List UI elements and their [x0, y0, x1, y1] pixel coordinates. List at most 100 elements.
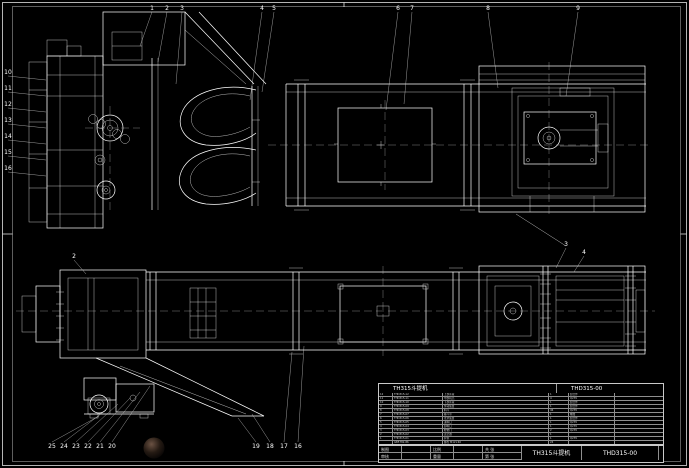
bom-cell [615, 393, 661, 396]
title-block-weight-value [454, 453, 483, 460]
bom-cell: THD315-10 [393, 401, 443, 404]
assembly-number: THD315-00 [571, 386, 603, 392]
bom-cell [615, 409, 661, 412]
bom-cell [615, 417, 661, 420]
title-block-sheetno-label: 第 张 [483, 453, 522, 460]
bom-cell: 12 [379, 393, 393, 396]
callout-number: 19 [252, 443, 260, 450]
inspection-door-plan [337, 266, 429, 356]
callout-leader [7, 155, 47, 161]
callout-number: 3 [180, 5, 184, 12]
bom-cell [615, 421, 661, 424]
callout-leader [99, 391, 141, 443]
bom-cell: 橡胶 [569, 413, 615, 416]
bom-cell [569, 441, 615, 444]
bom-cell: 组合件 [569, 401, 615, 404]
title-block-drawing-number: THD315-00 [582, 446, 659, 460]
title-block-scale-value [454, 446, 483, 453]
callout-leader [565, 11, 579, 97]
bom-cell [615, 401, 661, 404]
callout-number: 11 [4, 85, 12, 92]
bom-cell [615, 441, 661, 444]
callout-leader [237, 417, 257, 443]
stamp-blob [143, 437, 165, 459]
callout-leader [87, 397, 131, 443]
callout-number: 7 [410, 5, 414, 12]
bom-cell: 1 [549, 393, 569, 396]
bom-cell: 1 [549, 437, 569, 440]
bom-cell [615, 433, 661, 436]
title-block-check-value [402, 453, 431, 460]
bom-cell: Q235 [569, 421, 615, 424]
plan-view [16, 213, 655, 419]
bom-cell: 1 [549, 413, 569, 416]
bom-cell: 检修门 [443, 429, 549, 432]
discharge-chute [95, 357, 265, 417]
bom-cell [379, 441, 393, 444]
bom-cell: 下部区段 [443, 401, 549, 404]
title-block-weight-label: 重量 [431, 453, 454, 460]
bom-cell: THD315-05 [393, 421, 443, 424]
bom-cell: 螺栓 M12×40 [443, 441, 549, 444]
title-block: 制图 比例 共 张 审核 重量 第 张 TH315斗提机 THD315-00 [378, 445, 664, 463]
bom-cell: 中部机壳 [443, 397, 549, 400]
callout-leader [111, 385, 151, 443]
drive-unit-side [478, 62, 646, 216]
callout-leader [385, 11, 399, 111]
bom-cell: 上部区段 [443, 393, 549, 396]
callout-number: 2 [165, 5, 169, 12]
title-block-draw-label: 制图 [379, 446, 402, 453]
callout-leader [7, 139, 47, 145]
bom-cell: 畚斗带 [443, 413, 549, 416]
callout-leader [7, 171, 47, 177]
callout-leader [175, 11, 183, 85]
bom-cell: 4 [549, 397, 569, 400]
bom-cell: THD315-04 [393, 425, 443, 428]
bom-cell: 8 [379, 409, 393, 412]
bom-cell: 4 [379, 425, 393, 428]
bom-cell: THD315-12 [393, 393, 443, 396]
callout-number: 1 [150, 5, 154, 12]
bom-cell: 46 [549, 409, 569, 412]
bom-cell [615, 397, 661, 400]
bom-cell: 1 [549, 417, 569, 420]
title-block-sheets-label: 共 张 [483, 446, 522, 453]
plan-drive-unit [478, 213, 646, 355]
bom-cell: THD315-01 [393, 437, 443, 440]
bom-cell: 组合件 [569, 393, 615, 396]
assembly-name: TH315斗提机 [379, 384, 557, 394]
bom-cell [615, 437, 661, 440]
callout-leader [73, 259, 87, 275]
title-block-check-label: 审核 [379, 453, 402, 460]
bom-cell: Q235 [569, 437, 615, 440]
bom-cell: THD315-08 [393, 409, 443, 412]
callout-leader [157, 11, 168, 63]
bom-cell: GB5782-86 [393, 441, 443, 444]
callout-number: 2 [72, 253, 76, 260]
plan-casing-joint [189, 287, 217, 339]
callout-leader [51, 415, 100, 443]
bom-cell: 组合件 [569, 417, 615, 420]
callout-number: 24 [60, 443, 68, 450]
bom-cell: 2 [549, 429, 569, 432]
plan-head [21, 269, 147, 359]
bom-cell: 张紧装置 [443, 417, 549, 420]
bom-cell: 6 [379, 417, 393, 420]
callout-number: 9 [576, 5, 580, 12]
callout-leader [403, 11, 413, 105]
callout-leader [297, 345, 305, 443]
bom-cell: THD315-09 [393, 405, 443, 408]
bom-cell: 2 [379, 433, 393, 436]
callout-leader [555, 247, 567, 269]
callout-number: 16 [294, 443, 302, 450]
callout-number: 21 [96, 443, 104, 450]
callout-number: 12 [4, 101, 12, 108]
inspection-door-side [334, 100, 436, 190]
